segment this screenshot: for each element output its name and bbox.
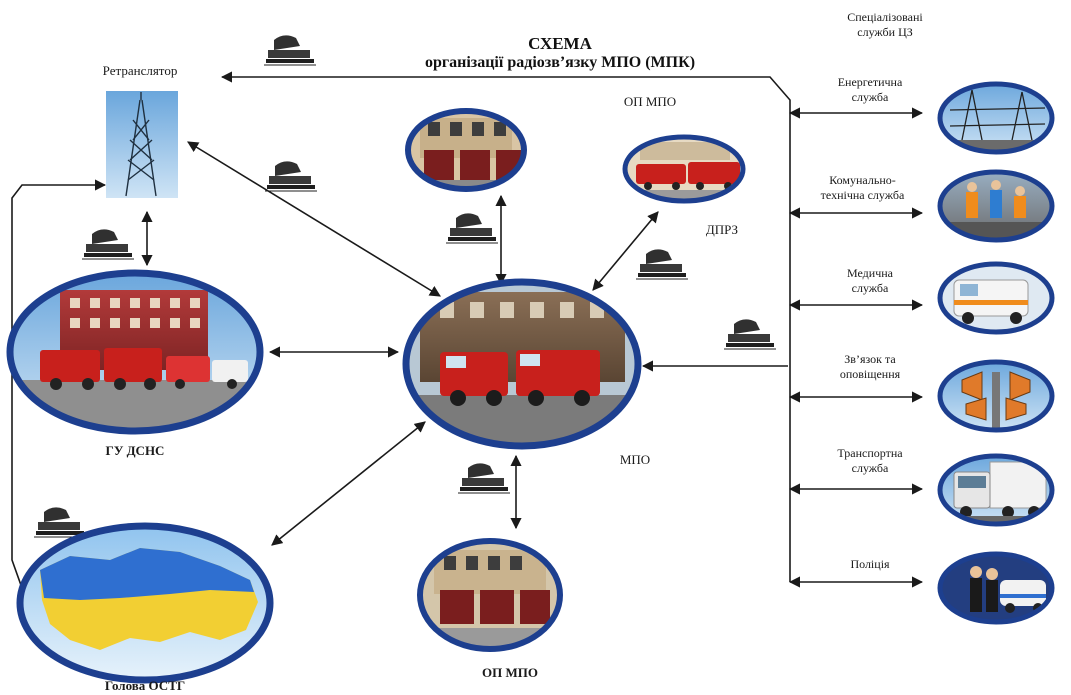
op-mpo-bottom-label: ОП МПО bbox=[482, 665, 538, 680]
service-label-line2: технічна служба bbox=[820, 188, 905, 202]
holova-ostg-label: Голова ОСТГ bbox=[104, 678, 186, 693]
node-frame bbox=[937, 453, 1055, 527]
mpo-label: МПО bbox=[619, 452, 651, 467]
op-mpo-top-label: ОП МПО bbox=[623, 94, 677, 109]
service-label-line2: оповіщення bbox=[839, 367, 901, 381]
loudspeaker-icon bbox=[961, 371, 1031, 421]
radio-station-icon bbox=[446, 213, 498, 244]
gu-dsns-node bbox=[6, 269, 264, 435]
radio-station-icon bbox=[458, 463, 510, 494]
radio-station-icon bbox=[82, 229, 134, 260]
service-transport-label: Транспортна служба bbox=[815, 446, 925, 476]
relay-tower-photo bbox=[106, 91, 178, 198]
truck-icon bbox=[953, 461, 1047, 518]
service-label-line1: Енергетична bbox=[837, 75, 903, 89]
service-transport-image bbox=[937, 453, 1055, 527]
service-label-line1: Зв’язок та bbox=[844, 352, 896, 366]
node-frame bbox=[937, 169, 1055, 243]
diagram-title: СХЕМА bbox=[528, 34, 592, 53]
relay-label: Ретранслятор bbox=[102, 63, 178, 78]
node-frame bbox=[402, 278, 642, 450]
service-label-line2: служба bbox=[851, 90, 889, 104]
service-communal-image bbox=[937, 169, 1055, 243]
service-comms-image bbox=[937, 359, 1055, 433]
radio-station-icon bbox=[636, 249, 688, 280]
service-label-line1: Транспортна bbox=[837, 446, 903, 460]
service-police-image bbox=[937, 551, 1055, 625]
link-services-to-relay bbox=[220, 71, 791, 582]
service-energy-image bbox=[937, 81, 1055, 155]
connections bbox=[11, 71, 924, 593]
link-mpo-dprz bbox=[592, 211, 659, 291]
service-label-line2: служба bbox=[851, 281, 889, 295]
road-workers-icon bbox=[966, 180, 1026, 218]
node-frame bbox=[937, 261, 1055, 335]
node-frame bbox=[937, 551, 1055, 625]
gu-dsns-label: ГУ ДСНС bbox=[105, 443, 165, 458]
service-label-line2: служба bbox=[851, 461, 889, 475]
mpo-node bbox=[402, 278, 642, 450]
radio-station-icon bbox=[34, 507, 86, 538]
service-medical-image bbox=[937, 261, 1055, 335]
services-header-line1: Спеціалізовані bbox=[847, 10, 923, 24]
service-label-line1: Комунально- bbox=[829, 173, 896, 187]
node-frame bbox=[6, 269, 264, 435]
service-communal-label: Комунально- технічна служба bbox=[800, 173, 925, 203]
dprz-label: ДПРЗ bbox=[705, 222, 739, 237]
radio-station-icon bbox=[724, 319, 776, 350]
node-frame bbox=[405, 108, 527, 192]
link-mpo-ostg bbox=[271, 421, 426, 546]
node-frame bbox=[16, 522, 274, 684]
node-frame bbox=[622, 134, 746, 204]
holova-ostg-node bbox=[16, 522, 274, 684]
service-medical-label: Медична служба bbox=[815, 266, 925, 296]
service-label-line1: Медична bbox=[847, 266, 893, 280]
node-frame bbox=[937, 359, 1055, 433]
service-label-line1: Поліція bbox=[850, 557, 890, 571]
ambulance-icon bbox=[953, 279, 1029, 324]
op-mpo-top-node bbox=[405, 108, 527, 192]
dprz-node bbox=[622, 134, 746, 204]
service-comms-label: Зв’язок та оповіщення bbox=[815, 352, 925, 382]
service-energy-label: Енергетична служба bbox=[815, 75, 925, 105]
radio-icons bbox=[34, 35, 776, 538]
services-header: Спеціалізовані служби ЦЗ bbox=[820, 10, 950, 40]
services-header-line2: служби ЦЗ bbox=[857, 25, 913, 39]
radio-station-icon bbox=[265, 161, 317, 192]
link-relay-mpo bbox=[187, 141, 441, 297]
diagram-subtitle: організації радіозв’язку МПО (МПК) bbox=[424, 54, 696, 71]
op-mpo-bottom-node bbox=[417, 538, 563, 652]
service-police-label: Поліція bbox=[815, 557, 925, 572]
node-frame bbox=[417, 538, 563, 652]
antenna-tower-icon bbox=[125, 92, 157, 197]
node-frame bbox=[937, 81, 1055, 155]
radio-station-icon bbox=[264, 35, 316, 66]
